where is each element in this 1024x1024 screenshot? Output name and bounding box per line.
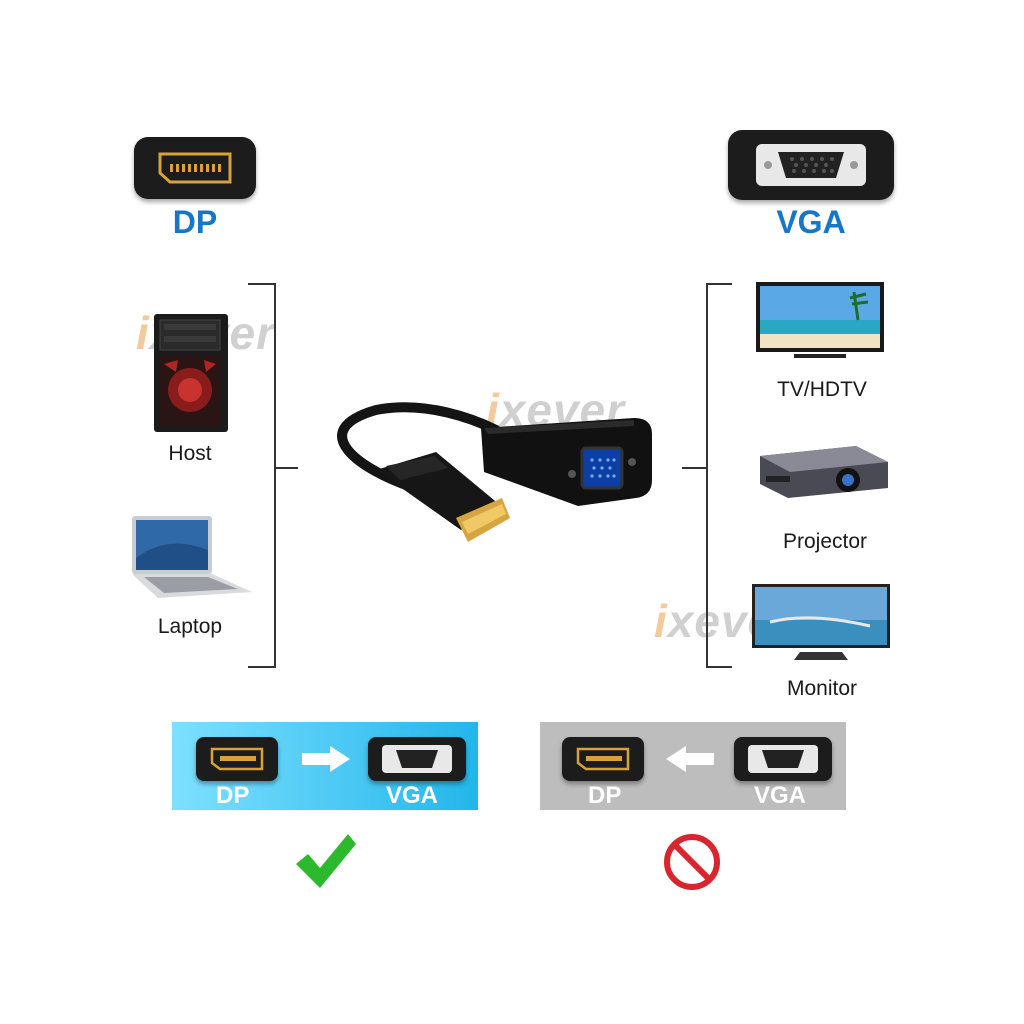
dp-header-label: DP — [172, 204, 218, 240]
arrow-left-icon — [664, 744, 716, 779]
laptop-icon — [128, 514, 256, 600]
vga-header-label: VGA — [776, 204, 846, 240]
dp-port-icon — [196, 737, 278, 781]
display-bracket — [706, 283, 732, 668]
displayport-connector-icon — [134, 137, 256, 199]
supported-dp-label: DP — [216, 782, 250, 809]
vga-port-icon — [368, 737, 466, 781]
unsupported-vga-label: VGA — [754, 782, 807, 809]
tv-icon — [754, 280, 886, 360]
unsupported-direction-panel: DP VGA — [540, 722, 846, 810]
monitor-icon — [750, 582, 892, 664]
monitor-label: Monitor — [786, 677, 858, 700]
supported-direction-panel: DP VGA — [172, 722, 478, 810]
desktop-tower-icon — [150, 312, 232, 434]
prohibited-icon — [662, 832, 722, 897]
dp-to-vga-adapter-icon — [316, 400, 666, 550]
laptop-label: Laptop — [157, 615, 223, 638]
vga-port-icon — [734, 737, 832, 781]
tv-label: TV/HDTV — [777, 378, 867, 401]
supported-vga-label: VGA — [386, 782, 439, 809]
projector-icon — [756, 440, 890, 502]
source-bracket — [248, 283, 276, 668]
arrow-right-icon — [300, 744, 352, 779]
dp-port-icon — [562, 737, 644, 781]
projector-label: Projector — [782, 530, 868, 553]
vga-connector-icon — [728, 130, 894, 200]
host-label: Host — [168, 442, 212, 465]
checkmark-icon — [294, 830, 358, 897]
display-bracket-tick — [682, 467, 706, 469]
source-bracket-tick — [274, 467, 298, 469]
unsupported-dp-label: DP — [588, 782, 622, 809]
